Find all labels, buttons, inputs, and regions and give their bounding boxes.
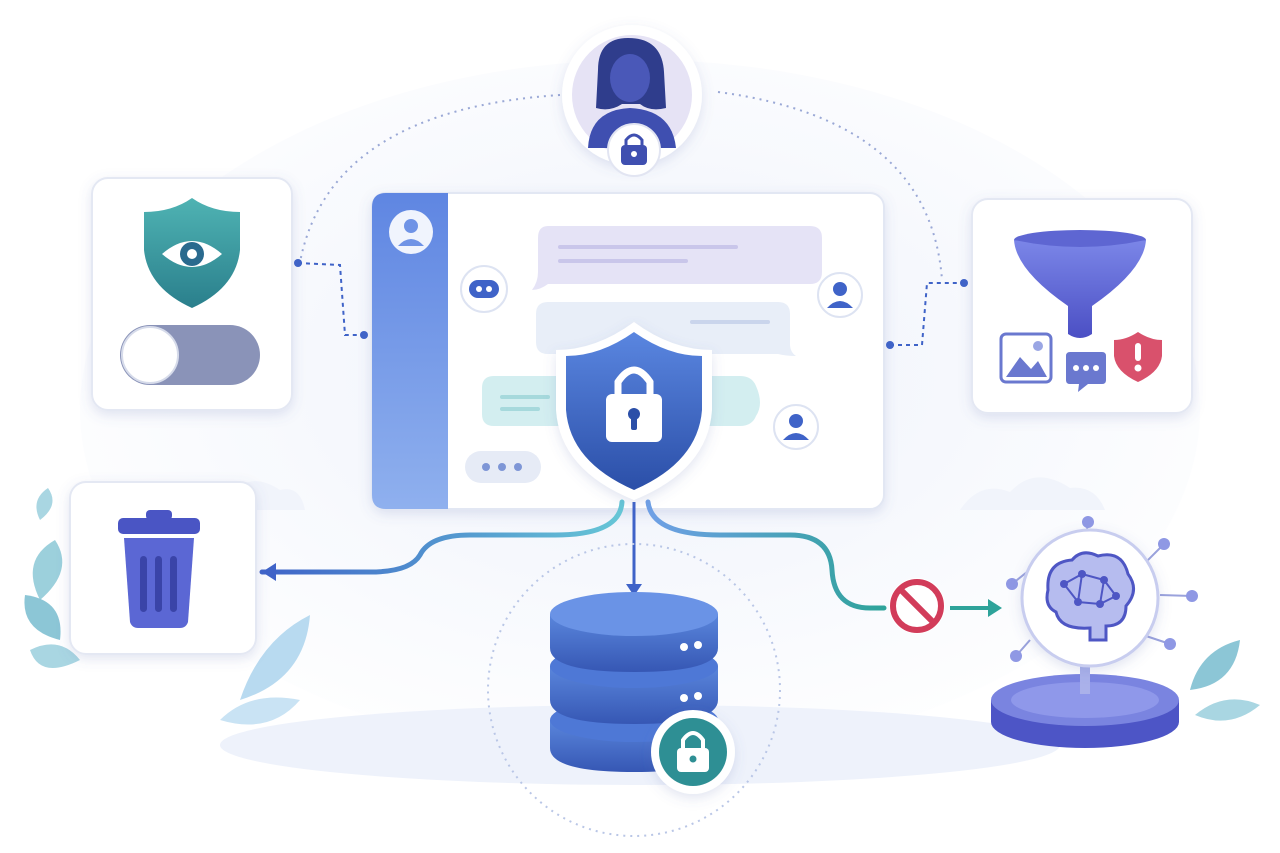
user-avatar-icon xyxy=(773,404,819,450)
edge-core-ai xyxy=(645,499,887,611)
encrypted-storage-node xyxy=(487,543,781,837)
delete-data-card xyxy=(69,481,257,655)
leaf-decoration-right xyxy=(1190,640,1260,721)
arrowhead-icon xyxy=(262,563,276,581)
message-line xyxy=(690,320,770,324)
chat-bubble-message xyxy=(532,226,822,290)
edge-core-delete xyxy=(259,499,625,575)
connector-dot xyxy=(886,341,894,349)
funnel-icon xyxy=(1014,230,1146,338)
message-line xyxy=(558,245,738,249)
chatbot-icon xyxy=(460,265,508,313)
edge-user-privacy xyxy=(299,94,561,263)
leaf-decoration-left xyxy=(24,488,310,725)
connector-dot xyxy=(294,259,302,267)
storage-lock-badge xyxy=(651,710,735,794)
message-line xyxy=(500,407,540,411)
arrowhead-icon xyxy=(626,584,642,596)
chat-bubble-icon xyxy=(1066,352,1106,392)
cloud-decoration xyxy=(960,477,1105,510)
chat-sidebar xyxy=(372,193,448,509)
edge-chat-filter xyxy=(890,282,964,346)
trash-icon xyxy=(118,510,200,628)
privacy-controls-card xyxy=(91,177,293,411)
privacy-toggle-switch[interactable] xyxy=(120,325,260,385)
content-filter-card xyxy=(971,198,1193,414)
shield-alert-icon xyxy=(1114,332,1162,382)
pedestal-stem xyxy=(1080,662,1090,694)
connector-dot xyxy=(360,331,368,339)
lock-icon xyxy=(621,133,647,165)
edge-privacy-chat xyxy=(297,262,364,336)
edge-user-filter xyxy=(717,91,943,281)
security-core-shield xyxy=(556,322,712,500)
connector-dot xyxy=(960,279,968,287)
toggle-knob xyxy=(121,326,179,384)
network-node-dots xyxy=(1006,516,1198,662)
shield-lock-icon xyxy=(606,366,662,442)
user-avatar-icon xyxy=(817,272,863,318)
pedestal-inset xyxy=(1011,682,1159,718)
brain-network-icon xyxy=(1045,551,1135,642)
storage-orbit xyxy=(487,543,781,837)
user-node xyxy=(562,25,702,177)
message-line xyxy=(500,395,550,399)
sidebar-avatar-icon xyxy=(389,210,433,254)
ai-model-node xyxy=(991,516,1198,748)
typing-indicator-icon xyxy=(465,451,541,483)
prohibited-icon xyxy=(889,578,945,634)
shield-eye-icon xyxy=(144,198,240,308)
arrowhead-icon xyxy=(988,599,1002,617)
message-line xyxy=(558,259,688,263)
image-icon xyxy=(999,332,1053,384)
